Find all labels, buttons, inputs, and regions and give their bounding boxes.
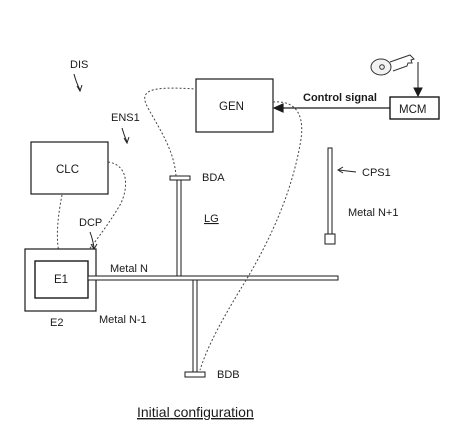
control-signal-label: Control signal [303,92,377,104]
ens1-arrow [121,127,130,145]
gen-dashed-link [144,87,303,371]
e1-label: E1 [54,274,68,286]
mcm-box [389,96,440,120]
bda-pad [169,175,191,277]
key-icon [370,54,415,76]
bda-label: BDA [202,172,225,184]
dis-label: DIS [70,59,88,71]
control-signal-arrow [272,103,390,113]
clc-label: CLC [56,164,79,176]
dcp-label: DCP [79,217,102,229]
metal-n-plus-1-label: Metal N+1 [348,207,398,219]
key-arrow [413,62,423,98]
metal-n-label: Metal N [110,263,148,275]
gen-box [195,78,274,133]
ens1-label: ENS1 [111,112,140,124]
dis-arrow [73,73,83,93]
e2-label: E2 [50,317,63,329]
cps1-element [324,147,336,245]
cps1-label: CPS1 [362,167,391,179]
clc-box [30,141,109,195]
mcm-label: MCM [399,104,426,116]
figure-caption: Initial configuration [137,404,254,420]
bdb-label: BDB [217,369,240,381]
lg-label: LG [204,213,219,225]
metal-n-minus-1-label: Metal N-1 [99,314,147,326]
gen-label: GEN [219,101,244,113]
bdb-pad [184,279,206,378]
metal-n-line [87,275,339,281]
cps1-arrow [337,166,357,174]
